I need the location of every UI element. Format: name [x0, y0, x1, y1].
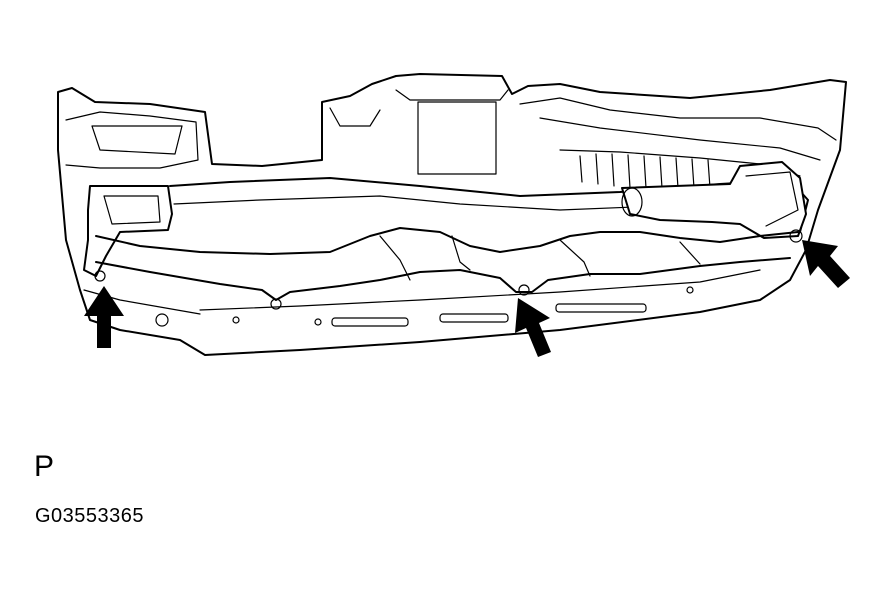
view-label: P	[34, 450, 55, 483]
panel-body	[57, 73, 847, 356]
lower-duct-assembly	[83, 227, 803, 327]
arrow-center-mount	[515, 298, 551, 357]
figure-code: G03553365	[35, 505, 145, 527]
callout-arrows	[84, 240, 850, 357]
arrow-left-mount	[84, 286, 124, 348]
arrow-right-mount	[802, 240, 850, 288]
